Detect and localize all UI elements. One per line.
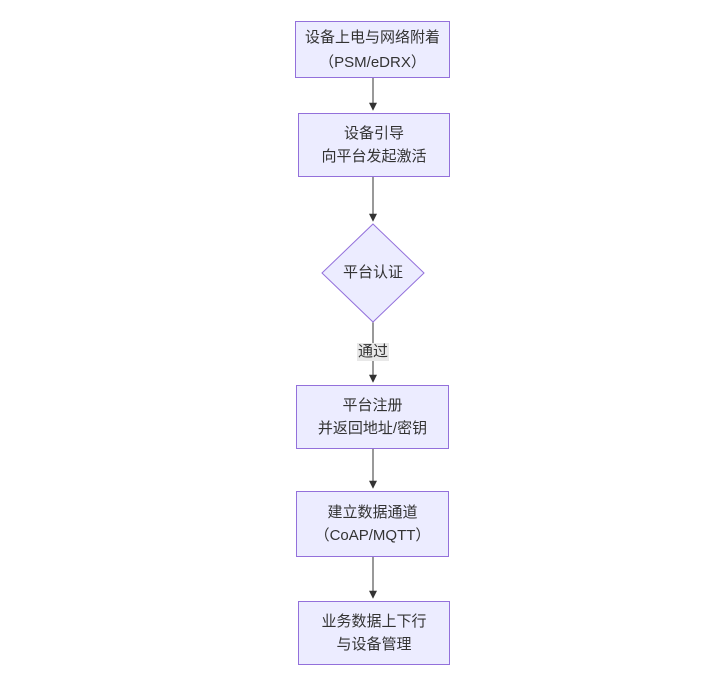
node-label-line: 平台注册 [342, 397, 403, 414]
edge-label-pass: 通过 [356, 343, 390, 361]
node-bootstrap: 设备引导 向平台发起激活 [298, 113, 450, 177]
node-power-attach: 设备上电与网络附着 （PSM/eDRX） [295, 21, 450, 78]
node-platform-auth-shape [321, 223, 425, 323]
node-label-line: （PSM/eDRX） [319, 53, 426, 71]
node-label-line: 与设备管理 [336, 636, 412, 653]
node-label-line: 业务数据上下行 [321, 613, 427, 630]
node-label-line: 设备引导 [343, 125, 404, 142]
node-business: 业务数据上下行 与设备管理 [298, 601, 450, 665]
node-platform-auth-label: 平台认证 [342, 264, 403, 281]
node-data-channel: 建立数据通道 （CoAP/MQTT） [296, 491, 449, 557]
node-label-line: 并返回地址/密钥 [317, 420, 428, 437]
node-label-line: （CoAP/MQTT） [314, 527, 431, 544]
node-register: 平台注册 并返回地址/密钥 [296, 385, 449, 449]
node-label-line: 设备上电与网络附着 [304, 28, 440, 46]
node-label-line: 向平台发起激活 [321, 148, 427, 165]
node-label-line: 建立数据通道 [327, 504, 418, 521]
